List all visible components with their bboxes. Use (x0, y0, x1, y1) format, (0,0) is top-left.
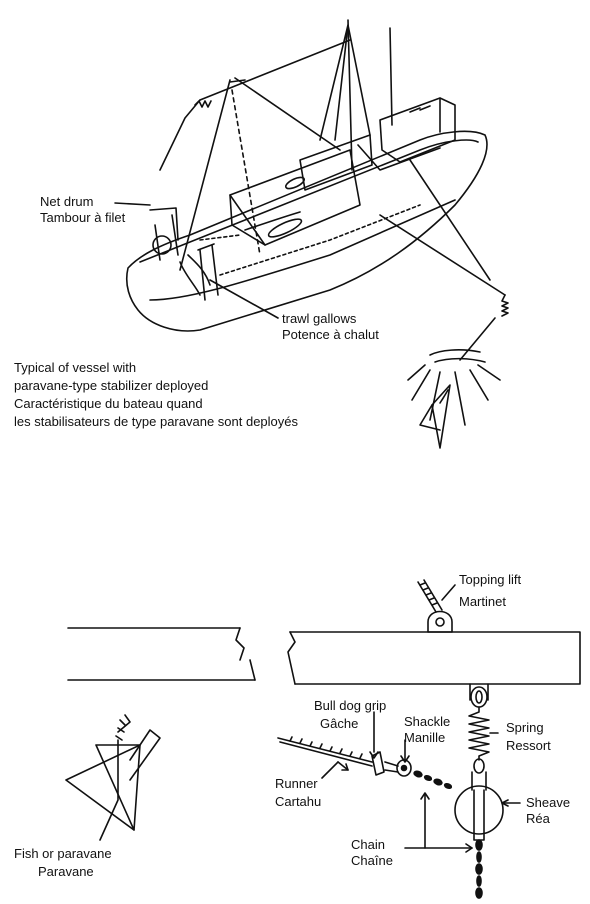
paravane-in-water (407, 349, 501, 449)
paravane-fish (65, 714, 161, 841)
topping-lift-label-en: Topping lift (459, 572, 522, 587)
net-drum-label-en: Net drum (40, 194, 94, 209)
chain-links (475, 839, 483, 899)
trawl-gallows-label-fr: Potence à chalut (282, 327, 379, 342)
deck-house (229, 149, 361, 246)
shackle-label-fr: Manille (404, 730, 446, 745)
caption-line-3: Caractéristique du bateau quand (14, 396, 203, 411)
chain-leader (404, 794, 426, 849)
runner-cable (277, 736, 373, 767)
fishing-vessel (125, 19, 509, 449)
caption-line-2: paravane-type stabilizer deployed (14, 378, 209, 393)
trawl-gallows-label-en: trawl gallows (282, 311, 357, 326)
sheave-label-fr: Réa (526, 811, 550, 826)
sheave-label-en: Sheave (526, 795, 571, 810)
chain-label-en: Chain (351, 837, 385, 852)
net-drum-label-fr: Tambour à filet (40, 210, 126, 225)
bull-dog-grip-label-en: Bull dog grip (314, 698, 387, 713)
caption-line-1: Typical of vessel with (14, 360, 137, 375)
spring-label-fr: Ressort (506, 738, 551, 753)
boom-right (289, 631, 581, 685)
fish-label-fr: Paravane (38, 864, 94, 879)
net-drum-leader (114, 202, 151, 206)
runner-leader (321, 761, 339, 779)
chain-label-fr: Chaîne (351, 853, 393, 868)
bull-dog-grip (371, 751, 385, 776)
eye-plate (427, 610, 453, 633)
fish-label-en: Fish or paravane (14, 846, 112, 861)
net-drum (149, 207, 211, 296)
trawl-gallows-leader (209, 279, 279, 319)
vessel-hull (125, 130, 488, 332)
runner-label-en: Runner (275, 776, 318, 791)
shackle-label-en: Shackle (404, 714, 451, 729)
bull-dog-grip-label-fr: Gâche (320, 716, 359, 731)
topping-lift-label-fr: Martinet (459, 594, 506, 609)
spring-label-en: Spring (506, 720, 544, 735)
main-mast (347, 19, 353, 171)
trawl-gallows (197, 243, 219, 301)
sheave (454, 785, 504, 835)
caption-line-4: les stabilisateurs de type paravane sont… (14, 414, 299, 429)
label-leaders (321, 584, 521, 853)
boom-left (67, 627, 256, 681)
topping-lift-cable (417, 579, 443, 613)
runner-label-fr: Cartahu (275, 794, 322, 809)
rigging-detail (65, 579, 581, 899)
spring-coil (468, 706, 490, 761)
